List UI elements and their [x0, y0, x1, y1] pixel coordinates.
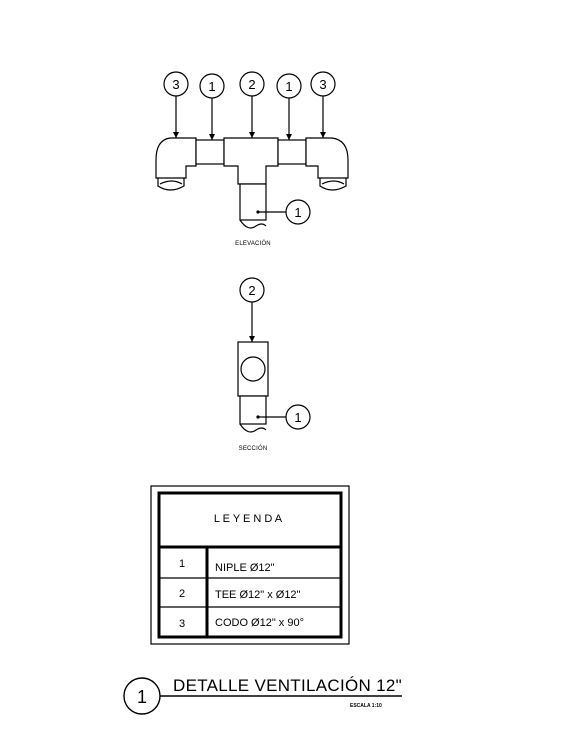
- title-block: 1 DETALLE VENTILACIÓN 12" ESCALA 1:10: [123, 676, 402, 715]
- svg-text:1: 1: [208, 79, 215, 94]
- bottom-niple: [239, 183, 267, 229]
- svg-text:3: 3: [319, 77, 326, 92]
- elevation-view: 3 1 2 1 3 1 ELEVACIÓN: [155, 71, 349, 247]
- svg-text:1: 1: [294, 410, 301, 425]
- svg-text:1: 1: [294, 205, 301, 220]
- callout-1-right: 1: [276, 73, 302, 99]
- section-tee: [237, 341, 269, 397]
- legend-row-2-desc: TEE Ø12" x Ø12": [215, 589, 301, 601]
- section-caption: SECCIÓN: [239, 445, 268, 452]
- section-view: 2 1 SECCIÓN: [237, 277, 311, 452]
- callout-3-left: 3: [163, 71, 189, 97]
- svg-text:2: 2: [248, 283, 255, 298]
- legend-row-2-num: 2: [179, 588, 185, 600]
- legend-row-3-desc: CODO Ø12" x 90°: [215, 617, 304, 629]
- callout-2-section: 2: [239, 277, 265, 303]
- left-elbow: [155, 137, 197, 191]
- callout-1-left: 1: [199, 73, 225, 99]
- left-niple: [195, 139, 225, 165]
- detail-title: DETALLE VENTILACIÓN 12": [173, 676, 402, 695]
- legend-row-1-num: 1: [179, 558, 185, 570]
- callout-1-bottom: 1: [285, 199, 311, 225]
- legend-row-3-num: 3: [179, 618, 185, 630]
- tee-fitting: [223, 137, 279, 185]
- legend-table: L E Y E N D A 1 NIPLE Ø12" 2 TEE Ø12" x …: [150, 485, 350, 645]
- elevation-caption: ELEVACIÓN: [235, 240, 271, 247]
- scale-label: ESCALA 1:10: [350, 703, 382, 709]
- callout-2-elevation: 2: [239, 71, 265, 97]
- detail-number: 1: [137, 687, 147, 707]
- svg-text:2: 2: [248, 77, 255, 92]
- section-bore: [240, 356, 266, 382]
- section-niple: [239, 395, 267, 433]
- svg-text:1: 1: [285, 79, 292, 94]
- callout-1-section: 1: [285, 404, 311, 430]
- callout-3-right: 3: [310, 71, 336, 97]
- right-elbow: [305, 137, 349, 191]
- right-niple: [277, 139, 307, 165]
- svg-text:3: 3: [172, 77, 179, 92]
- legend-title: L E Y E N D A: [214, 513, 283, 525]
- legend-row-1-desc: NIPLE Ø12": [215, 562, 275, 574]
